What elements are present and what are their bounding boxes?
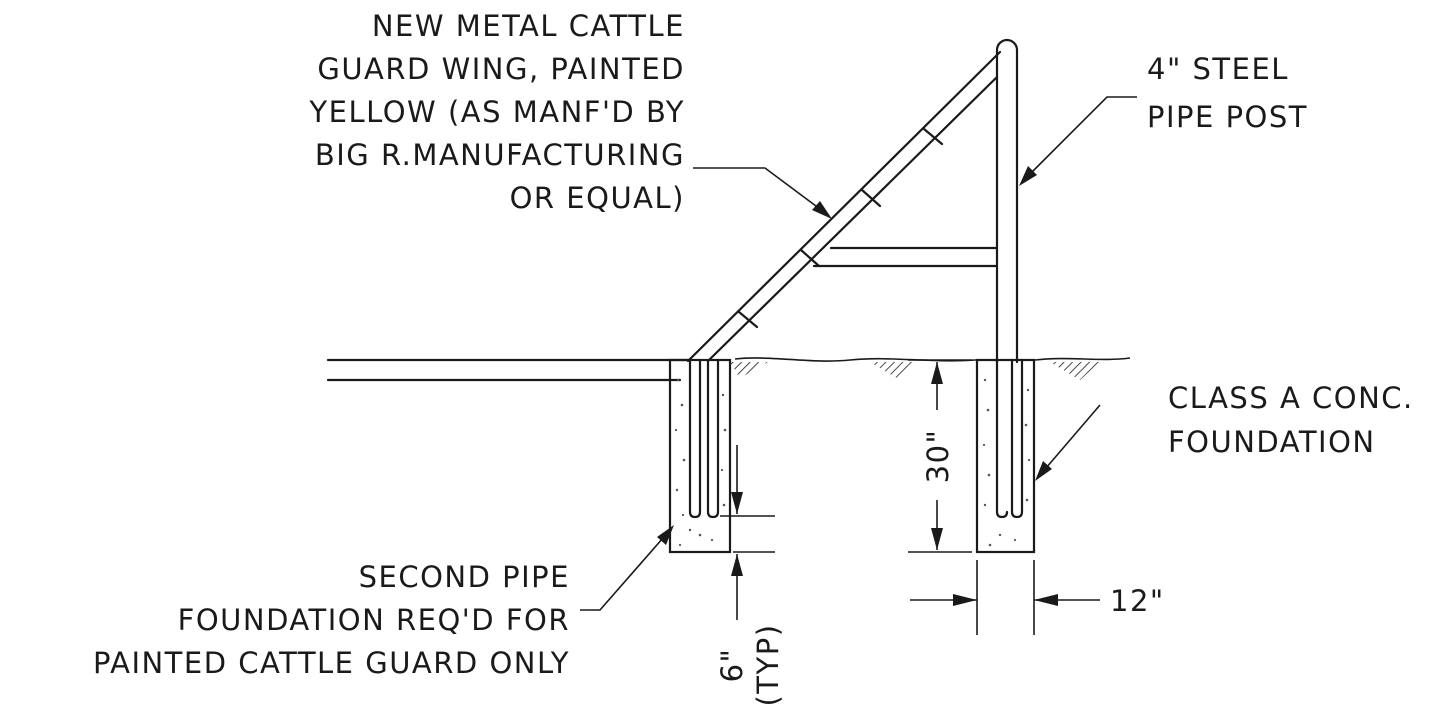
bottom-dimension (720, 445, 775, 620)
wing-label-line: BIG R.MANUFACTURING (315, 138, 685, 172)
foundation-leader (1035, 404, 1101, 481)
foundation-label-line: CLASS A CONC. (1168, 381, 1414, 415)
post-label-line: 4" STEEL (1147, 52, 1289, 86)
cattle-guard-wing (686, 50, 1002, 363)
second-pipe-label-line: PAINTED CATTLE GUARD ONLY (93, 646, 570, 680)
bottom-dimension-text: 6" (715, 648, 749, 683)
class-a-concrete-foundation (975, 358, 1036, 554)
foundation-label-line: FOUNDATION (1168, 425, 1376, 459)
left-foundation-aggregate (674, 378, 727, 547)
width-dimension (910, 560, 1100, 635)
bottom-dimension-note: (TYP) (751, 623, 785, 706)
width-dimension-text: 12" (1110, 584, 1165, 618)
right-foundation-aggregate (982, 378, 1031, 547)
wing-label-line: YELLOW (AS MANF'D BY (308, 95, 685, 129)
wing-label-line: OR EQUAL) (510, 181, 685, 215)
wing-label: NEW METAL CATTLE GUARD WING, PAINTED YEL… (308, 9, 685, 215)
depth-dimension-text: 30" (921, 429, 955, 484)
post-leader (1019, 96, 1137, 186)
second-pipe-label-line: FOUNDATION REQ'D FOR (178, 603, 570, 637)
soil-hatching (730, 362, 1100, 380)
second-pipe-leader (580, 525, 674, 611)
cattle-guard-rail (326, 358, 692, 382)
steel-pipe-post (995, 38, 1019, 364)
post-label-line: PIPE POST (1147, 100, 1308, 134)
depth-dimension (908, 359, 972, 553)
foundation-label: CLASS A CONC. FOUNDATION (1168, 381, 1414, 459)
wing-leader (693, 167, 832, 219)
post-label: 4" STEEL PIPE POST (1147, 52, 1308, 134)
wing-label-line: NEW METAL CATTLE (372, 9, 685, 43)
second-pipe-label: SECOND PIPE FOUNDATION REQ'D FOR PAINTED… (93, 560, 570, 680)
wing-label-line: GUARD WING, PAINTED (317, 52, 685, 86)
second-pipe-label-line: SECOND PIPE (359, 560, 570, 594)
second-pipe-foundation (668, 358, 732, 554)
